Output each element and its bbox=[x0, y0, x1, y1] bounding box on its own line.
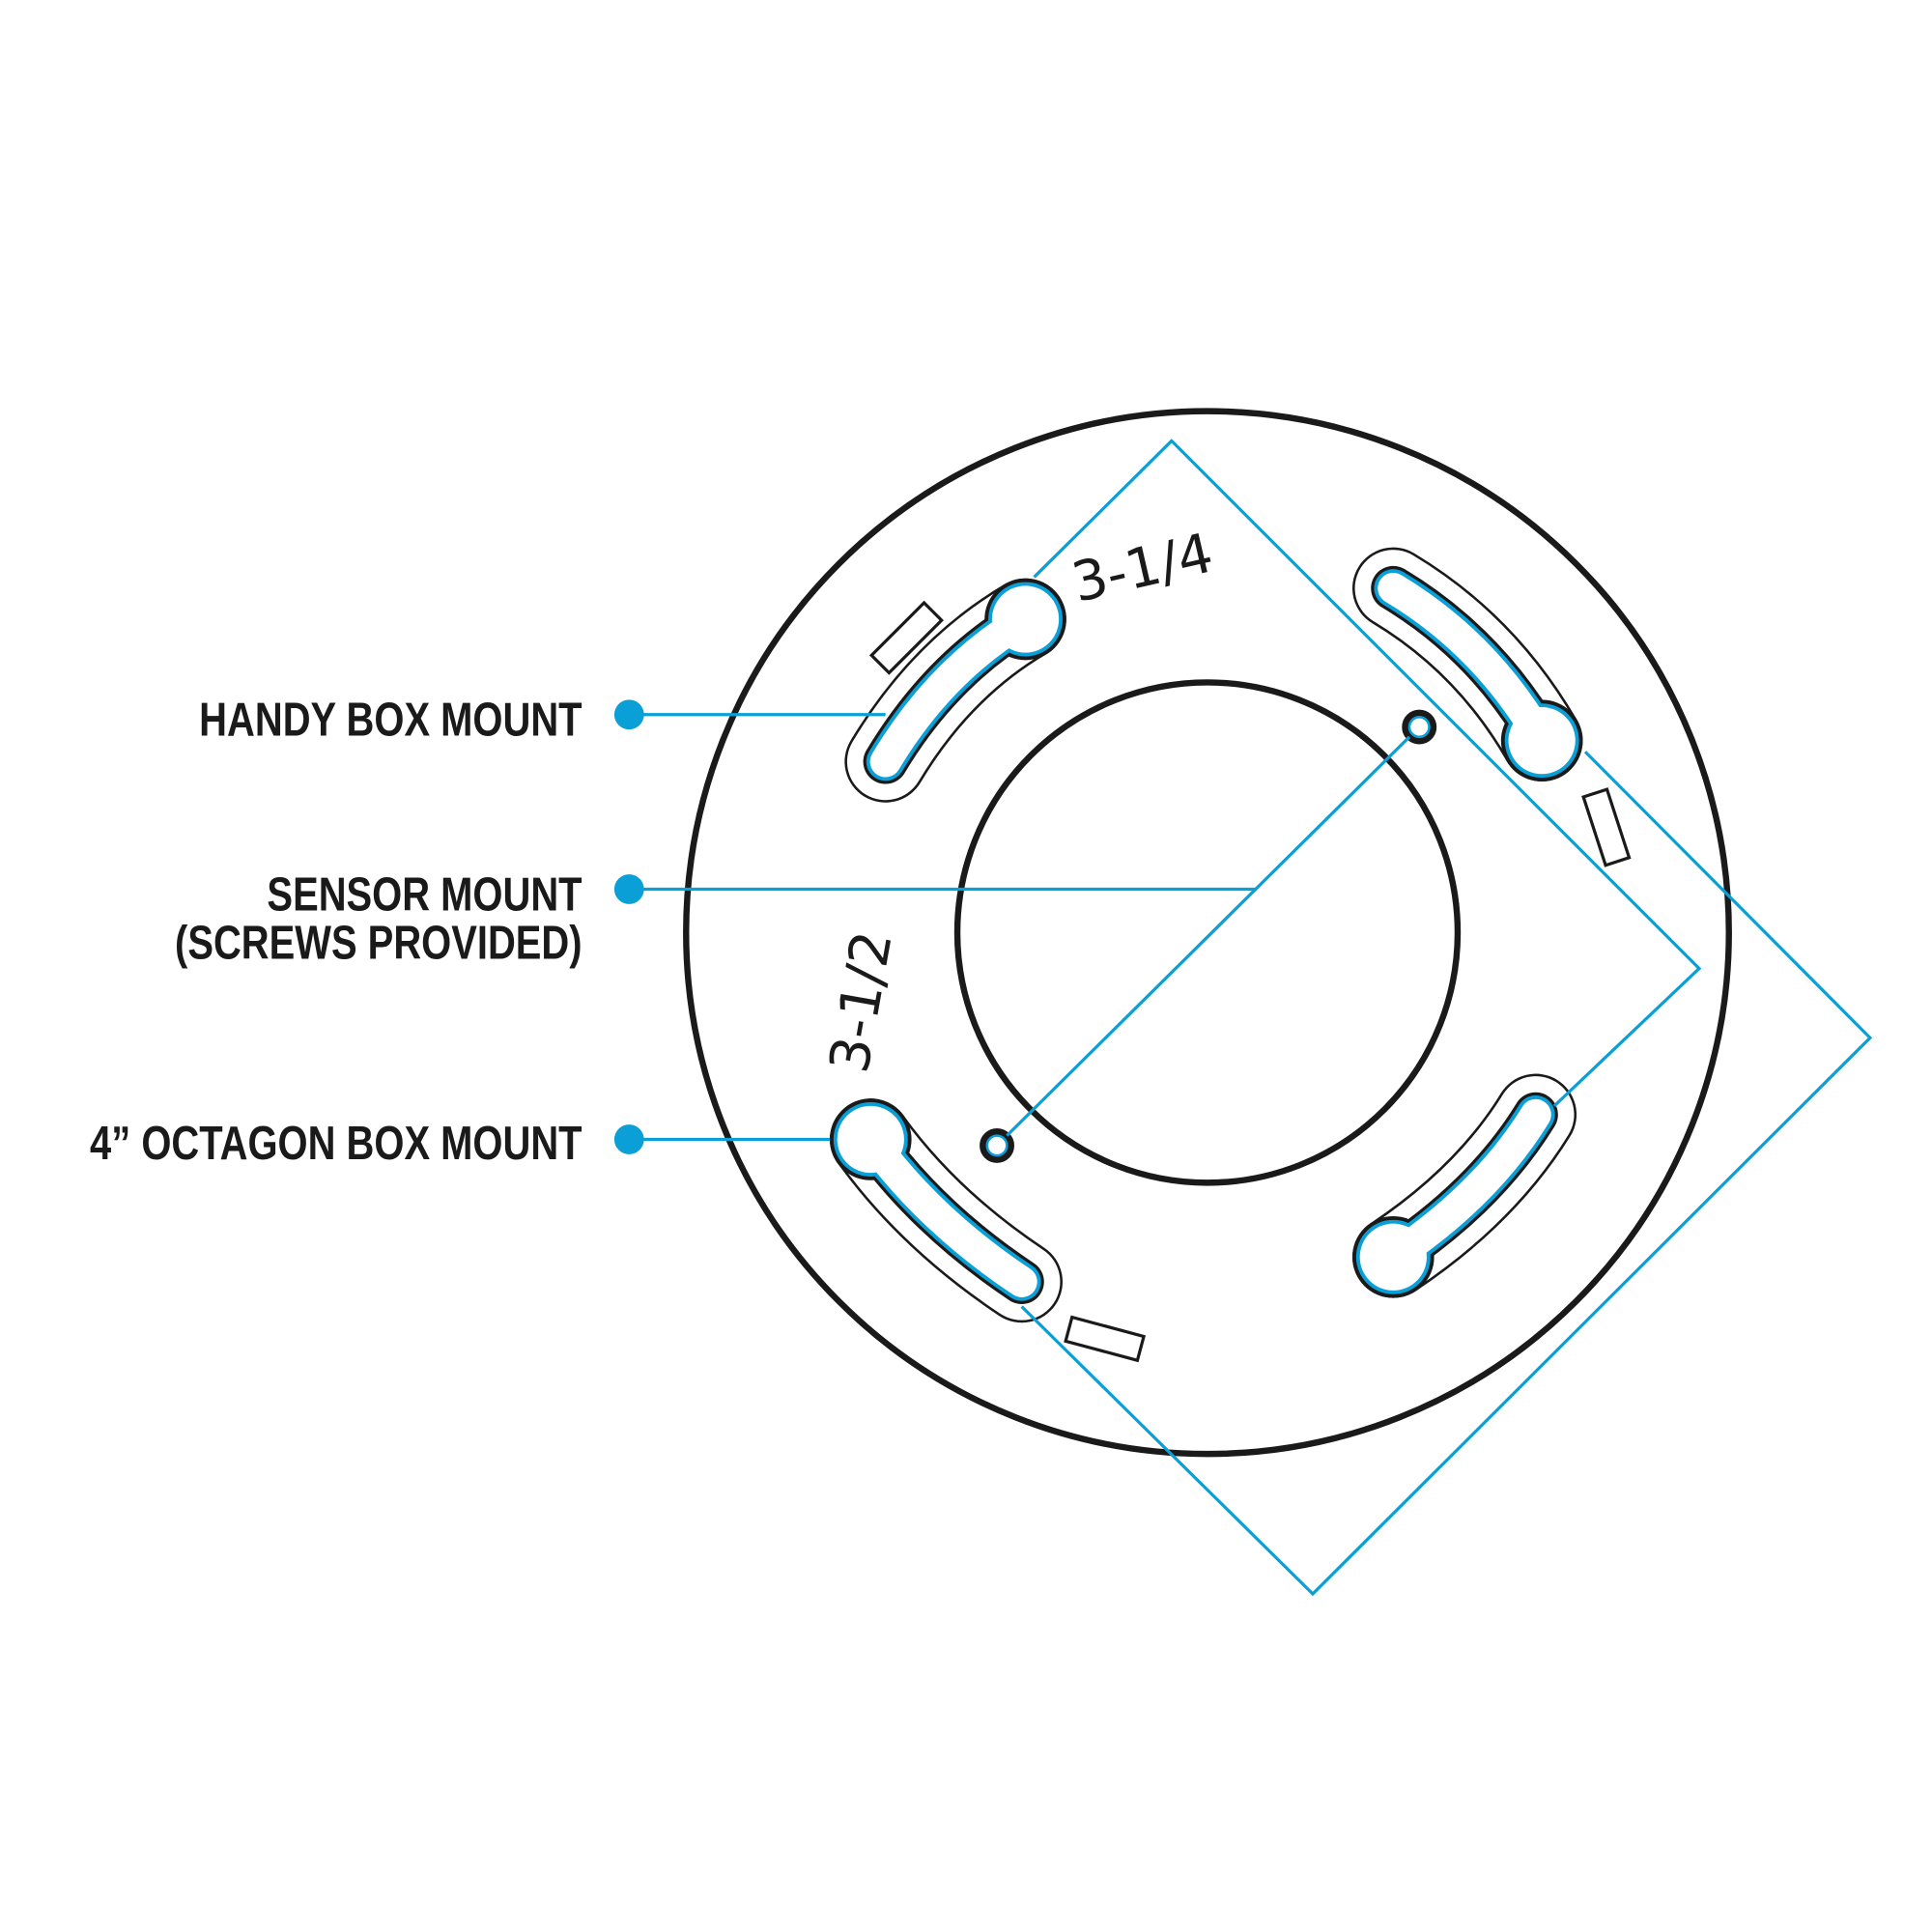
sensor-mount-screws-label: (SCREWS PROVIDED) bbox=[175, 918, 582, 970]
octagon-box-spacing-line bbox=[1020, 751, 1873, 1597]
octagon-box-slot-bottom-left bbox=[829, 1098, 1044, 1305]
handy-box-mount-label: HANDY BOX MOUNT bbox=[199, 695, 582, 747]
octagon-box-slot-top-right bbox=[1371, 565, 1583, 781]
sensor-mount-hole-bottom-ring bbox=[985, 1134, 1009, 1157]
handy-box-leader-dot bbox=[613, 699, 644, 730]
plate-center-opening bbox=[953, 679, 1462, 1186]
handy-box-spacing-line bbox=[1033, 439, 1702, 1108]
octagon-box-dimension: 3-1/2 bbox=[818, 926, 905, 1077]
sensor-mount-label: SENSOR MOUNT bbox=[267, 869, 582, 922]
sensor-mount-spacing-line bbox=[1006, 735, 1411, 1137]
sensor-mount-hole-top-ring bbox=[1407, 716, 1431, 739]
slot-recesses bbox=[829, 547, 1583, 1323]
octagon-box-mount-label: 4” OCTAGON BOX MOUNT bbox=[90, 1118, 582, 1170]
alignment-tabs bbox=[868, 600, 1632, 1363]
octagon-box-leader-dot bbox=[613, 1124, 644, 1154]
handy-box-slot-top-left bbox=[863, 578, 1066, 784]
handy-box-slot-bottom-right bbox=[1352, 1092, 1558, 1298]
plate-outer-edge bbox=[683, 408, 1732, 1458]
sensor-mount-leader-dot bbox=[613, 874, 644, 904]
handy-box-dimension: 3-1/4 bbox=[1066, 522, 1219, 614]
